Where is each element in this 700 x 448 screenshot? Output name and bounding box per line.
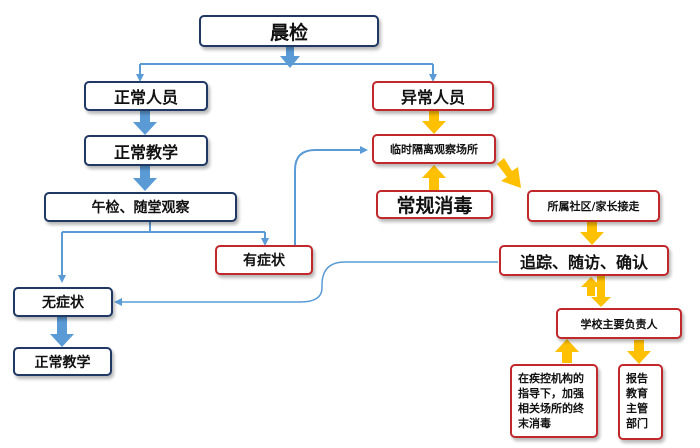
- node-school-leader: 学校主要负责人: [556, 308, 682, 339]
- report-line-2: 教育: [626, 387, 648, 400]
- node-morning-check: 晨检: [199, 15, 379, 47]
- connector-symptoms-to-observation: [294, 146, 368, 245]
- node-has-symptoms: 有症状: [215, 245, 313, 275]
- block-arrow-normal-staff-to-teaching: [133, 110, 157, 135]
- block-arrow-no-symptoms-to-teaching: [50, 316, 74, 347]
- node-abnormal-staff: 异常人员: [372, 81, 494, 111]
- yellow-arrow-observation-to-pickup: [497, 158, 521, 188]
- node-terminal-disinfection: 在疾控机构的 指导下，加强 相关场所的终 末消毒: [510, 364, 598, 438]
- yellow-arrow-leader-to-track: [591, 276, 611, 307]
- connector-track-to-no-symptoms: [114, 261, 498, 306]
- node-no-symptoms: 无症状: [13, 287, 113, 317]
- node-track-visit-confirm: 追踪、随访、确认: [499, 245, 669, 276]
- noon-split-connector: [62, 222, 265, 233]
- block-arrow-teaching-to-noon: [133, 165, 157, 191]
- yellow-arrow-pickup-to-track: [580, 222, 604, 245]
- node-noon-check: 午检、随堂观察: [44, 192, 237, 222]
- node-temp-observation: 临时隔离观察场所: [372, 134, 496, 164]
- yellow-arrow-leader-to-report: [627, 340, 651, 364]
- terminal-disinfect-line-3: 相关场所的终: [518, 402, 584, 415]
- node-routine-disinfect: 常规消毒: [376, 190, 493, 219]
- report-line-4: 部门: [626, 417, 648, 430]
- report-line-1: 报告: [626, 372, 648, 385]
- terminal-disinfect-line-2: 指导下，加强: [518, 387, 584, 400]
- node-normal-staff: 正常人员: [84, 81, 208, 111]
- yellow-arrow-disinfect-to-leader: [555, 339, 579, 363]
- yellow-arrow-disinfect-to-observation: [422, 165, 446, 190]
- node-normal-teaching: 正常教学: [84, 135, 208, 166]
- node-normal-teaching-final: 正常教学: [13, 347, 112, 376]
- block-arrow-morning-split: [280, 46, 300, 68]
- yellow-arrow-track-to-leader: [581, 277, 601, 296]
- report-line-3: 主管: [626, 402, 648, 415]
- node-community-pickup: 所属社区/家长接走: [527, 190, 660, 222]
- node-report-education: 报告 教育 主管 部门: [618, 364, 663, 440]
- terminal-disinfect-line-4: 末消毒: [518, 417, 551, 430]
- terminal-disinfect-line-1: 在疾控机构的: [518, 372, 584, 385]
- yellow-arrow-abnormal-to-observation: [422, 110, 446, 134]
